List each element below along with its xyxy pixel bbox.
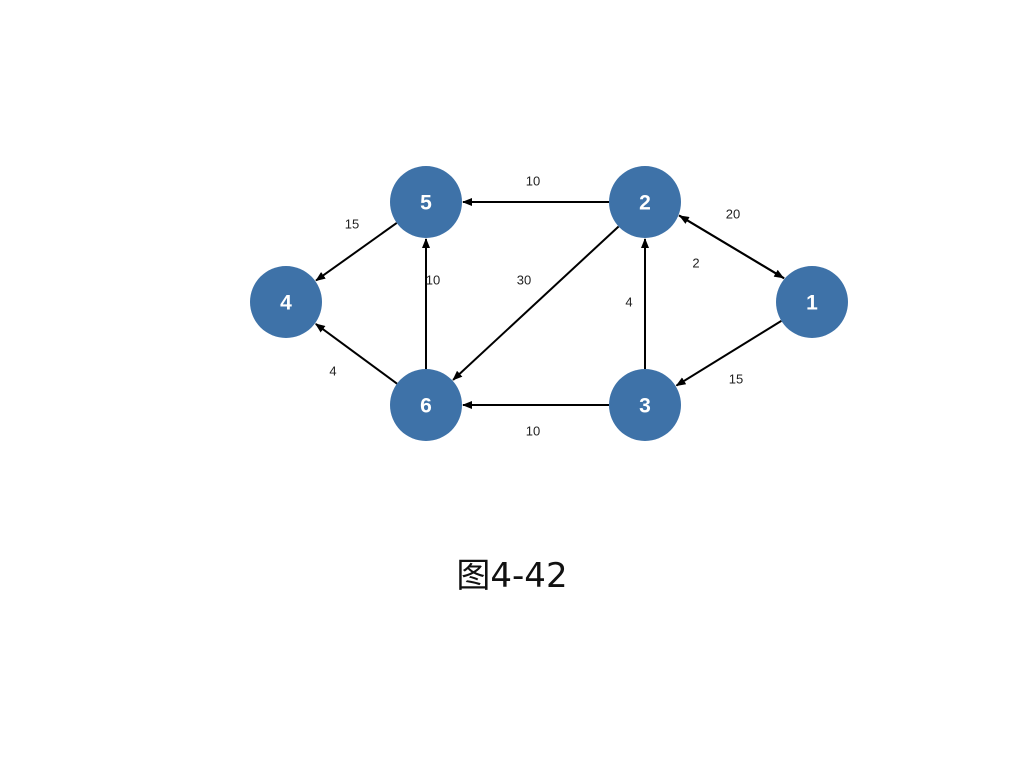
edge-5-to-4	[315, 222, 398, 282]
node-label-3: 3	[639, 395, 651, 418]
edge-weight-2-to-5: 10	[526, 174, 540, 189]
node-label-1: 1	[806, 292, 818, 315]
node-1: 1	[776, 266, 848, 338]
node-circle-1	[776, 266, 848, 338]
edge-weight-6-to-4: 4	[329, 364, 336, 379]
edge-weight-2-to-1: 20	[726, 207, 740, 222]
node-3: 3	[609, 369, 681, 441]
node-label-2: 2	[639, 192, 651, 215]
edge-weight-3-to-6: 10	[526, 424, 540, 439]
node-circle-6	[390, 369, 462, 441]
nodes-layer: 1 2 3 4 5 6	[250, 166, 848, 441]
edge-6-to-4	[314, 323, 398, 385]
edge-weight-1-to-2: 2	[692, 256, 699, 271]
node-circle-5	[390, 166, 462, 238]
node-6: 6	[390, 369, 462, 441]
node-label-5: 5	[420, 192, 432, 215]
node-circle-2	[609, 166, 681, 238]
node-5: 5	[390, 166, 462, 238]
node-2: 2	[609, 166, 681, 238]
edge-weight-2-to-6: 30	[517, 273, 531, 288]
figure-caption: 图4-42	[456, 556, 568, 596]
edge-weight-5-to-4: 15	[345, 217, 359, 232]
node-circle-4	[250, 266, 322, 338]
edges-layer	[314, 198, 785, 409]
node-circle-3	[609, 369, 681, 441]
node-label-6: 6	[420, 395, 432, 418]
node-4: 4	[250, 266, 322, 338]
edge-weight-3-to-2: 4	[625, 295, 632, 310]
edge-weight-1-to-3: 15	[729, 372, 743, 387]
edge-1-to-2	[678, 215, 785, 280]
edge-1-to-3	[675, 320, 782, 387]
edge-2-to-6	[452, 225, 620, 381]
edge-weight-6-to-5: 10	[426, 273, 440, 288]
edge-weights-layer: 10 20 2 15 4 10 30 10 15 4	[329, 174, 743, 439]
node-label-4: 4	[280, 292, 292, 315]
